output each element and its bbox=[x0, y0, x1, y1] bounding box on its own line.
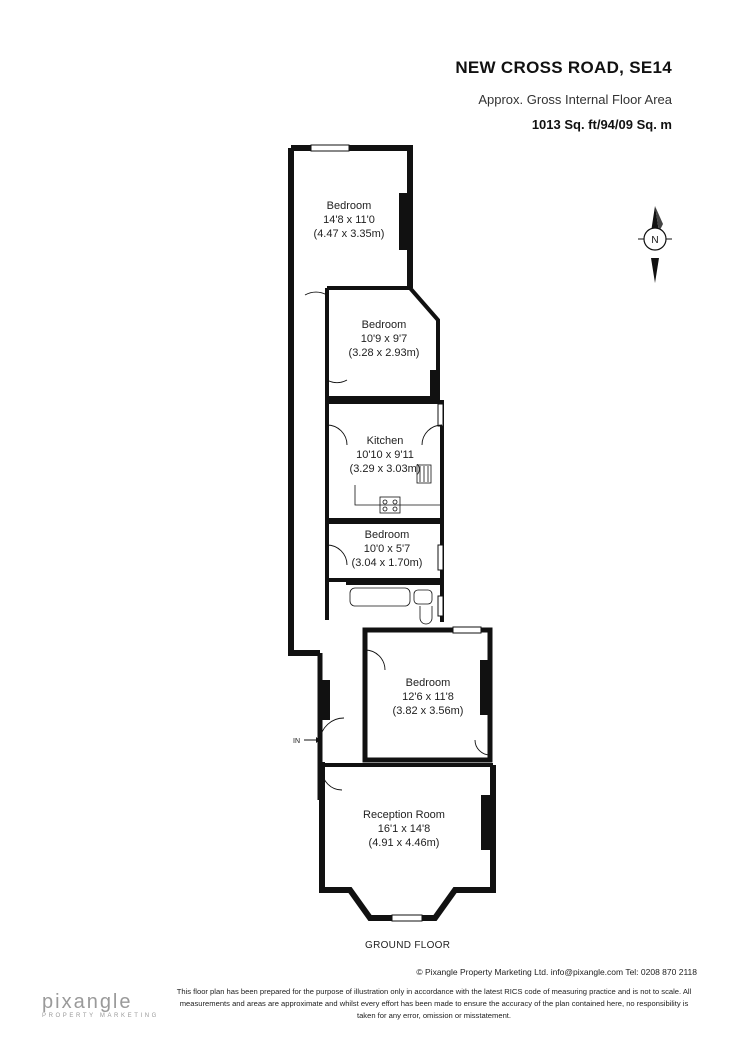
room-kitchen: Kitchen 10'10 x 9'11 (3.29 x 3.03m) bbox=[350, 435, 421, 475]
room-top-bedroom: Bedroom 14'8 x 11'0 (4.47 x 3.35m) bbox=[314, 200, 385, 240]
svg-text:16'1 x 14'8: 16'1 x 14'8 bbox=[378, 823, 431, 835]
svg-text:10'9 x 9'7: 10'9 x 9'7 bbox=[361, 333, 407, 345]
svg-text:(3.82 x 3.56m): (3.82 x 3.56m) bbox=[393, 705, 464, 717]
svg-text:Bedroom: Bedroom bbox=[327, 200, 372, 212]
svg-text:(3.29 x 3.03m): (3.29 x 3.03m) bbox=[350, 463, 421, 475]
bathroom-fittings bbox=[349, 587, 433, 625]
svg-text:(3.04 x 1.70m): (3.04 x 1.70m) bbox=[352, 557, 423, 569]
svg-text:Bedroom: Bedroom bbox=[365, 529, 410, 541]
doors bbox=[304, 291, 491, 791]
entrance-arrow-icon bbox=[304, 737, 320, 743]
logo-tagline: PROPERTY MARKETING bbox=[42, 1013, 159, 1019]
copyright-credit: © Pixangle Property Marketing Ltd. info@… bbox=[416, 967, 697, 977]
disclaimer-text: This floor plan has been prepared for th… bbox=[176, 987, 692, 1020]
kitchen-fittings bbox=[354, 464, 440, 514]
svg-text:10'0 x 5'7: 10'0 x 5'7 bbox=[364, 543, 410, 555]
room-small-bedroom: Bedroom 10'0 x 5'7 (3.04 x 1.70m) bbox=[352, 529, 423, 569]
svg-text:(3.28 x 2.93m): (3.28 x 2.93m) bbox=[349, 347, 420, 359]
area-caption: Approx. Gross Internal Floor Area bbox=[478, 92, 672, 107]
svg-text:(4.47 x 3.35m): (4.47 x 3.35m) bbox=[314, 228, 385, 240]
svg-text:(4.91 x 4.46m): (4.91 x 4.46m) bbox=[369, 837, 440, 849]
pixangle-logo: pixangle PROPERTY MARKETING bbox=[42, 991, 159, 1019]
svg-text:10'10 x 9'11: 10'10 x 9'11 bbox=[356, 449, 414, 461]
floor-area-value: 1013 Sq. ft/94/09 Sq. m bbox=[531, 117, 672, 132]
property-title: NEW CROSS ROAD, SE14 bbox=[455, 58, 672, 77]
svg-text:Kitchen: Kitchen bbox=[367, 435, 404, 447]
room-second-bedroom: Bedroom 10'9 x 9'7 (3.28 x 2.93m) bbox=[349, 319, 420, 359]
entrance-label: IN bbox=[293, 738, 300, 745]
svg-text:Bedroom: Bedroom bbox=[362, 319, 407, 331]
svg-text:14'8 x 11'0: 14'8 x 11'0 bbox=[323, 214, 375, 226]
compass-icon: N bbox=[638, 206, 672, 283]
compass-letter: N bbox=[651, 235, 658, 246]
windows bbox=[310, 144, 482, 922]
svg-text:12'6 x 11'8: 12'6 x 11'8 bbox=[402, 691, 454, 703]
room-rear-bedroom: Bedroom 12'6 x 11'8 (3.82 x 3.56m) bbox=[393, 677, 464, 717]
header: NEW CROSS ROAD, SE14 Approx. Gross Inter… bbox=[455, 58, 672, 132]
room-reception: Reception Room 16'1 x 14'8 (4.91 x 4.46m… bbox=[363, 809, 445, 849]
logo-name: pixangle bbox=[42, 991, 133, 1013]
floor-label: GROUND FLOOR bbox=[365, 940, 451, 951]
svg-text:Reception Room: Reception Room bbox=[363, 809, 445, 821]
svg-text:Bedroom: Bedroom bbox=[406, 677, 451, 689]
chimney-breasts bbox=[320, 193, 493, 850]
